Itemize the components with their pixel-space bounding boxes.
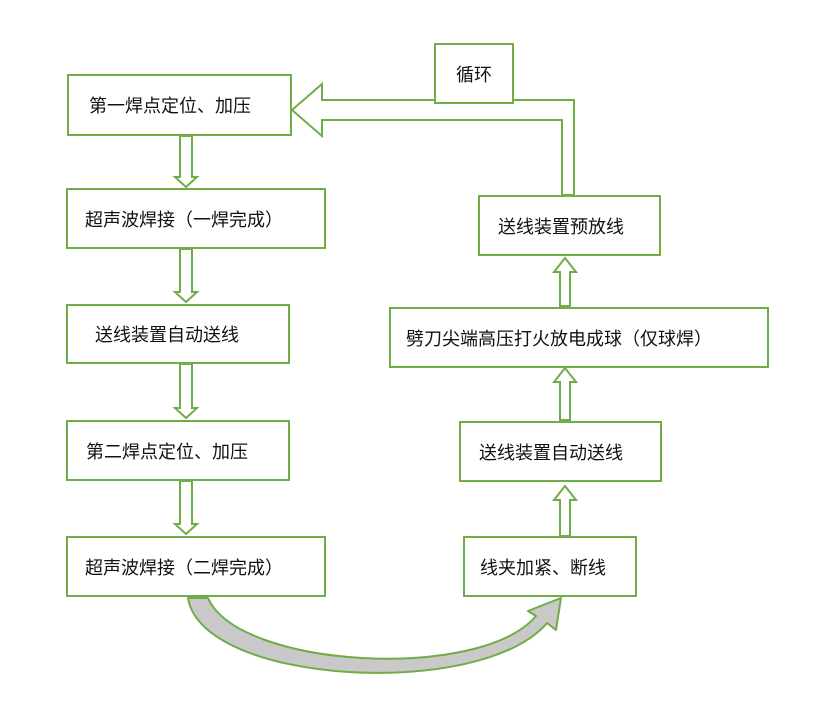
arrow-up-2 — [551, 366, 579, 421]
step-first-weld-position-label: 第一焊点定位、加压 — [89, 96, 251, 117]
arrow-down-3 — [172, 363, 200, 420]
step-ultrasonic-first-weld-label: 超声波焊接（一焊完成） — [85, 209, 283, 231]
step-auto-feed-wire-left-label: 送线装置自动送线 — [95, 325, 239, 346]
step-second-weld-position: 第二焊点定位、加压 — [66, 420, 290, 481]
arrow-down-2 — [172, 248, 200, 304]
curved-arrow — [187, 597, 562, 674]
arrow-down-1 — [172, 135, 200, 189]
step-efo-ball-forming: 劈刀尖端高压打火放电成球（仅球焊） — [389, 307, 769, 368]
step-clamp-cut-wire-label: 线夹加紧、断线 — [480, 557, 606, 579]
step-ultrasonic-second-weld-label: 超声波焊接（二焊完成） — [85, 557, 283, 579]
arrow-loop — [290, 81, 575, 196]
step-clamp-cut-wire: 线夹加紧、断线 — [463, 536, 637, 597]
step-efo-ball-forming-label: 劈刀尖端高压打火放电成球（仅球焊） — [406, 328, 712, 350]
step-wire-feed-preload: 送线装置预放线 — [478, 195, 661, 256]
step-second-weld-position-label: 第二焊点定位、加压 — [86, 441, 248, 463]
step-ultrasonic-second-weld: 超声波焊接（二焊完成） — [66, 536, 326, 597]
arrow-up-3 — [551, 256, 579, 307]
step-first-weld-position: 第一焊点定位、加压 — [67, 74, 292, 136]
step-wire-feed-preload-label: 送线装置预放线 — [498, 216, 624, 238]
arrow-down-4 — [172, 480, 200, 536]
step-auto-feed-wire-right-label: 送线装置自动送线 — [479, 442, 623, 464]
step-auto-feed-wire-left: 送线装置自动送线 — [66, 304, 290, 364]
step-ultrasonic-first-weld: 超声波焊接（一焊完成） — [66, 188, 326, 249]
arrow-up-1 — [551, 484, 579, 537]
loop-text: 循环 — [456, 64, 492, 86]
step-auto-feed-wire-right: 送线装置自动送线 — [459, 421, 662, 482]
loop-label: 循环 — [434, 43, 514, 104]
